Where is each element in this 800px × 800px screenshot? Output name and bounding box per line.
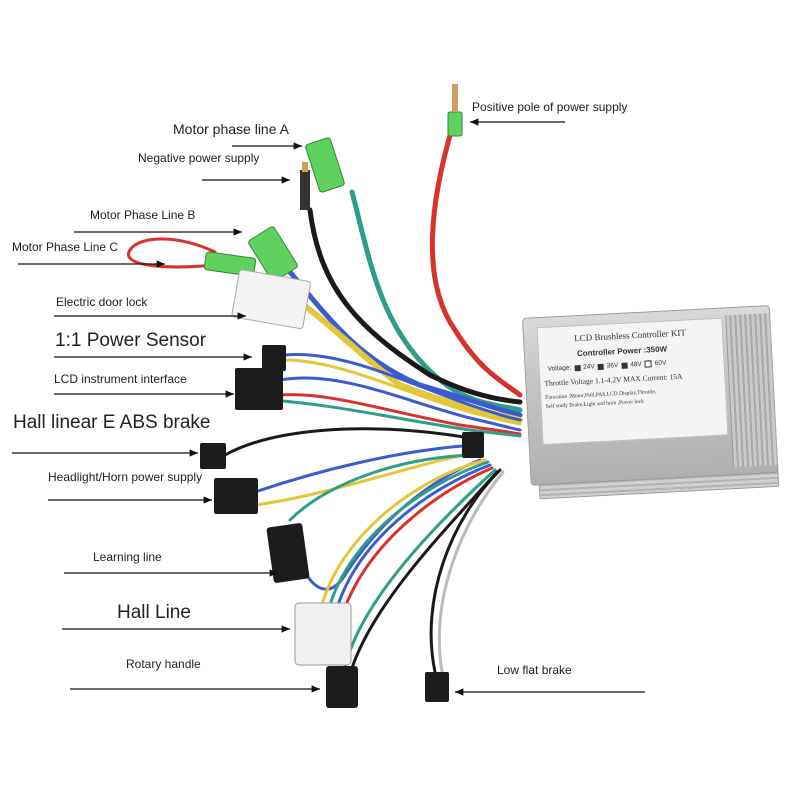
- label-headlight-horn: Headlight/Horn power supply: [48, 470, 203, 484]
- hall-line-connector: [294, 602, 352, 666]
- lcd-connector: [235, 368, 283, 410]
- label-motor-phase-a: Motor phase line A: [173, 121, 289, 137]
- callout-arrows: [12, 118, 645, 696]
- label-lcd-interface: LCD instrument interface: [54, 372, 187, 386]
- voltage-option: 48V: [630, 360, 643, 369]
- red-positive-wire: [429, 115, 523, 398]
- headlight-connector: [214, 478, 258, 514]
- label-motor-phase-c: Motor Phase Line C: [12, 240, 119, 254]
- wire-bundle: [127, 115, 523, 674]
- controller-label: LCD Brushless Controller KIT Controller …: [536, 317, 729, 446]
- label-hall-line: Hall Line: [117, 602, 191, 623]
- checkbox-icon: [597, 363, 604, 370]
- label-low-flat-brake: Low flat brake: [497, 663, 572, 677]
- label-hall-abs-brake: Hall linear E ABS brake: [13, 412, 211, 433]
- label-learning-line: Learning line: [93, 550, 162, 564]
- controller-box: LCD Brushless Controller KIT Controller …: [522, 305, 780, 500]
- black-negative-wire: [307, 207, 523, 405]
- label-rotary-handle: Rotary handle: [126, 657, 201, 671]
- checkbox-empty-icon: [644, 360, 652, 368]
- hall-abs-connector: [200, 443, 226, 469]
- checkbox-icon: [574, 364, 581, 371]
- label-positive-pole: Positive pole of power supply: [472, 100, 628, 114]
- phase-b-connector: [248, 226, 298, 282]
- learning-connector: [266, 523, 310, 583]
- voltage-option: 60V: [654, 359, 667, 368]
- voltage-label: Voltage:: [547, 364, 572, 373]
- low-flat-brake-connector: [425, 672, 449, 702]
- phase-a-connector: [305, 137, 345, 193]
- red-loop-wire: [127, 237, 217, 269]
- controller-function: Funcation :Motor,Hall,PAS,LCD Display,Th…: [545, 385, 722, 411]
- voltage-option: 36V: [606, 362, 619, 370]
- label-negative-power: Negative power supply: [138, 151, 260, 165]
- power-sensor-connector: [262, 345, 286, 371]
- controller-heatsink-fins: [725, 313, 779, 468]
- negative-connector: [300, 170, 310, 210]
- rotary-handle-connector: [326, 666, 358, 708]
- checkbox-icon: [621, 362, 628, 369]
- connectors: [200, 84, 484, 708]
- door-lock-connector: [231, 269, 311, 330]
- label-power-sensor: 1:1 Power Sensor: [55, 330, 207, 351]
- blue-phase-wire: [287, 269, 523, 418]
- label-motor-phase-b: Motor Phase Line B: [90, 208, 196, 222]
- controller-title: LCD Brushless Controller KIT: [573, 327, 687, 344]
- positive-terminal-connector: [447, 111, 463, 137]
- label-electric-door-lock: Electric door lock: [56, 295, 148, 309]
- voltage-option: 24V: [582, 363, 595, 371]
